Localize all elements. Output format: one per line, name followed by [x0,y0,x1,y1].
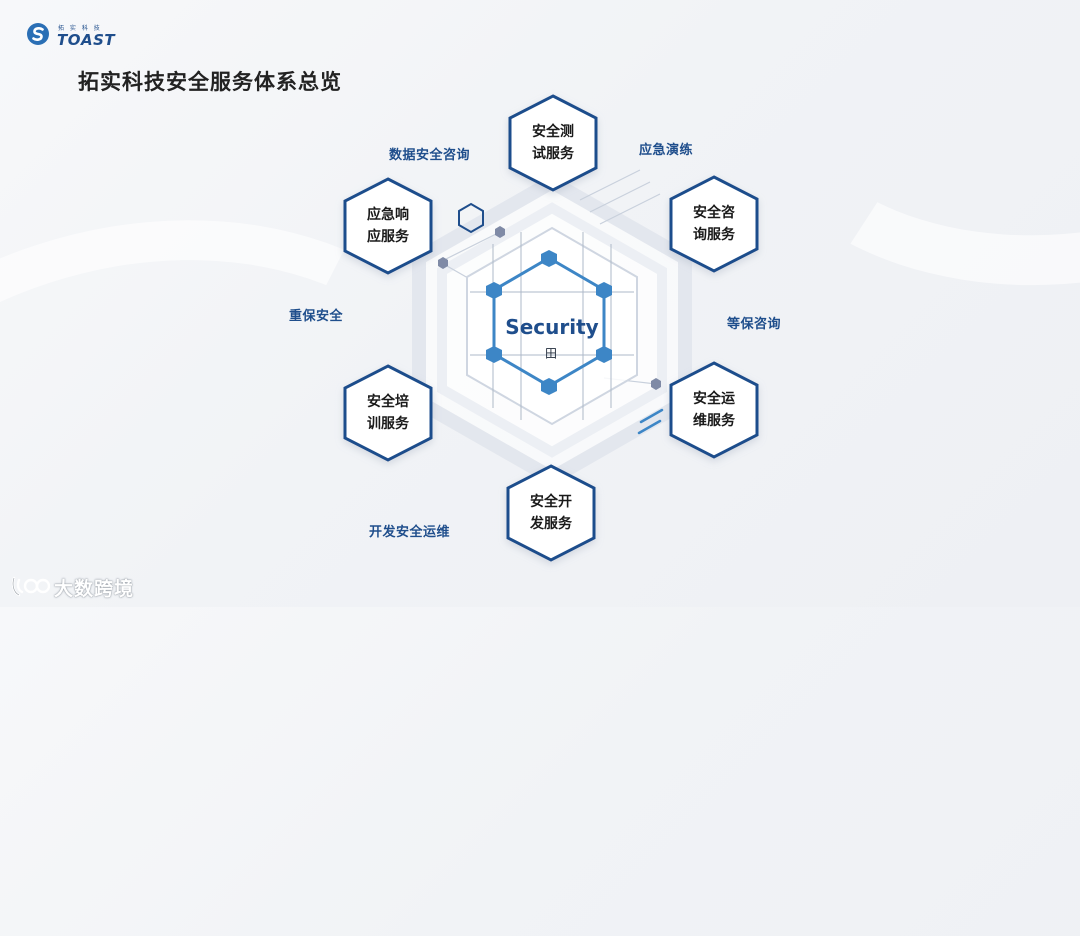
logo-mark-icon [27,23,49,45]
service-hexagon-operations [669,361,759,459]
decorative-dashes [637,408,664,435]
label-emergency-drill: 应急演练 [639,143,694,158]
watermark-logo-icon [11,576,50,597]
service-label-operations: 安全运维服务 [693,391,735,429]
network-node [596,346,612,363]
accent-nodes [438,226,661,390]
service-label-training: 安全培训服务 [367,394,409,432]
label-data-security-consulting: 数据安全咨询 [389,148,471,163]
security-services-diagram [343,94,759,562]
label-classified-protection-consulting: 等保咨询 [727,317,782,332]
label-key-event-security: 重保安全 [289,309,344,324]
service-hexagon-emergency [343,177,433,275]
service-label-consulting: 安全咨询服务 [693,205,735,243]
service-label-development: 安全开发服务 [530,494,572,532]
service-hexagons [343,94,759,562]
page-title: 拓实科技安全服务体系总览 [78,70,342,94]
logo-wordmark: TOAST [57,31,116,49]
network-node [486,282,502,299]
network-nodes [486,250,612,395]
watermark-text: 大数跨境 [54,578,135,600]
inner-network-hexagon [466,226,638,426]
network-node [541,250,557,267]
service-hexagon-training [343,364,433,462]
network-node [486,346,502,363]
service-hexagon-consulting [669,175,759,273]
company-logo: 拓 实 科 技 TOAST [26,22,116,50]
network-node [541,378,557,395]
network-node [596,282,612,299]
center-security-title: Security [505,315,599,339]
small-outline-hexagon [458,202,484,234]
label-devsecops: 开发安全运维 [369,525,451,540]
service-label-testing: 安全测试服务 [532,124,574,162]
center-grid-icon: 田 [544,346,558,361]
service-label-emergency: 应急响应服务 [367,207,409,245]
service-hexagon-development [506,464,596,562]
service-hexagon-testing [508,94,598,192]
guide-lines [439,169,661,385]
logo-subtitle: 拓 实 科 技 [58,25,102,32]
